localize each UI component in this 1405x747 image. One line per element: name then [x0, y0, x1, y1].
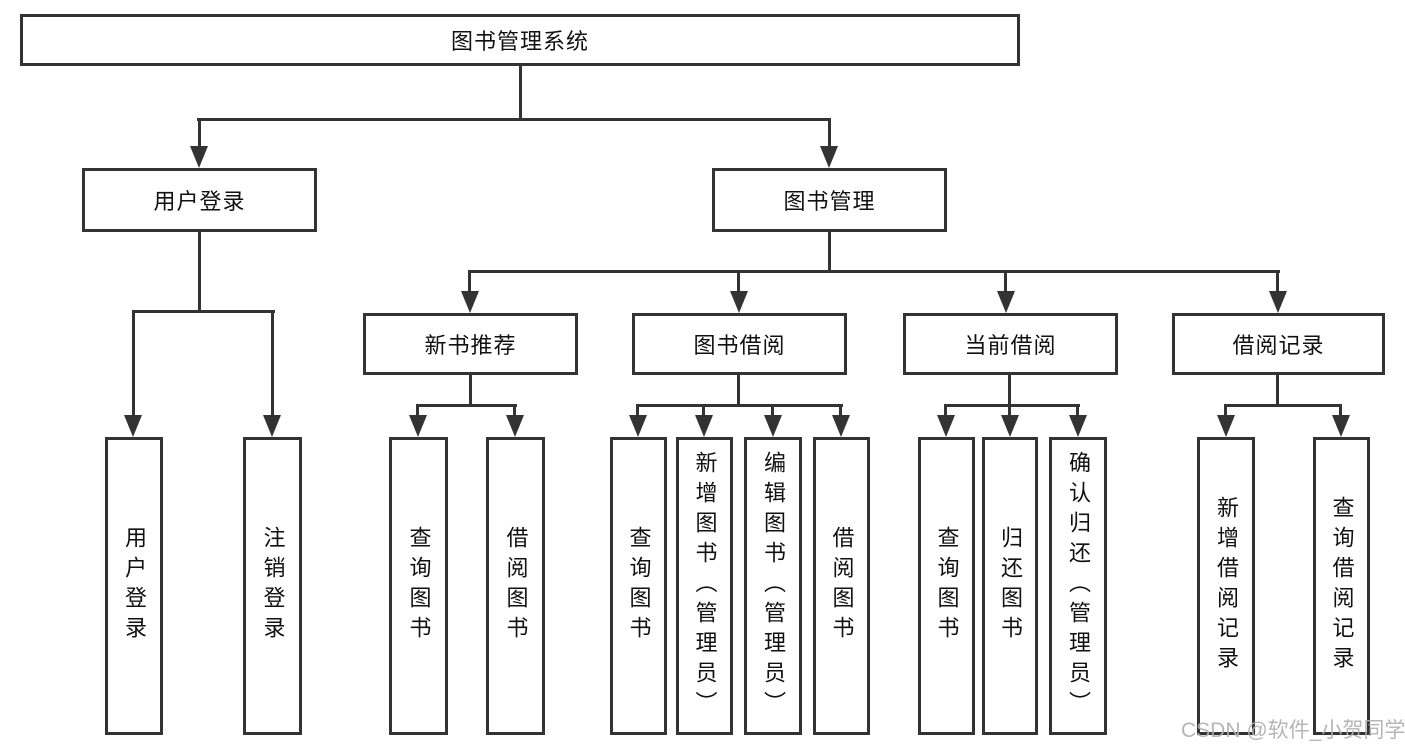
connector-user-login-stem — [198, 232, 201, 312]
leaf-records-query-label: 查询借阅记录 — [1329, 496, 1355, 676]
connector-book-management-rail — [468, 270, 1280, 273]
connector-to-new-books — [468, 270, 471, 293]
arrow-down-icon — [461, 291, 479, 313]
connector-new-books-stem — [469, 375, 472, 407]
leaf-user-login: 用户登录 — [105, 437, 163, 735]
connector-to-current-borrow — [1004, 270, 1007, 293]
node-borrow-records: 借阅记录 — [1172, 313, 1385, 375]
connector-book-borrow-rail — [637, 404, 843, 407]
connector-user-login-child1 — [132, 310, 135, 417]
connector-book-borrow-child4 — [839, 404, 842, 417]
arrow-down-icon — [937, 415, 955, 437]
arrow-down-icon — [506, 415, 524, 437]
node-book-management: 图书管理 — [712, 168, 947, 232]
node-book-borrow: 图书借阅 — [632, 313, 847, 375]
node-new-books: 新书推荐 — [363, 313, 578, 375]
arrow-down-icon — [1001, 415, 1019, 437]
node-borrow-records-label: 借阅记录 — [1232, 333, 1325, 358]
arrow-down-icon — [1069, 415, 1087, 437]
leaf-borrow-add: 新增图书（管理员） — [676, 437, 733, 735]
connector-root-to-book-management — [828, 118, 831, 148]
node-root: 图书管理系统 — [20, 14, 1020, 66]
arrow-down-icon — [764, 415, 782, 437]
leaf-borrow-add-label: 新增图书（管理员） — [692, 451, 718, 721]
leaf-new-books-borrow-label: 借阅图书 — [503, 526, 529, 646]
leaf-borrow-book: 借阅图书 — [813, 437, 870, 735]
connector-book-borrow-child1 — [636, 404, 639, 417]
leaf-current-query-label: 查询图书 — [934, 526, 960, 646]
connector-current-borrow-rail — [945, 404, 1080, 407]
leaf-records-add-label: 新增借阅记录 — [1214, 496, 1239, 676]
connector-book-borrow-child3 — [771, 404, 774, 417]
node-current-borrow: 当前借阅 — [903, 313, 1118, 375]
node-book-borrow-label: 图书借阅 — [693, 333, 786, 358]
leaf-borrow-edit: 编辑图书（管理员） — [744, 437, 802, 735]
connector-new-books-child1 — [416, 404, 419, 417]
watermark: CSDN @软件_小贺同学 — [1181, 719, 1405, 742]
leaf-borrow-book-label: 借阅图书 — [829, 526, 855, 646]
leaf-logout: 注销登录 — [243, 437, 302, 735]
leaf-current-confirm: 确认归还（管理员） — [1049, 437, 1107, 735]
arrow-down-icon — [1217, 415, 1235, 437]
connector-user-login-rail — [132, 310, 275, 313]
arrow-down-icon — [997, 291, 1015, 313]
leaf-new-books-borrow: 借阅图书 — [486, 437, 545, 735]
connector-to-book-borrow — [737, 270, 740, 293]
node-root-label: 图书管理系统 — [450, 29, 589, 54]
connector-current-borrow-child2 — [1008, 404, 1011, 417]
connector-new-books-rail — [416, 404, 517, 407]
arrow-down-icon — [730, 291, 748, 313]
leaf-current-confirm-label: 确认归还（管理员） — [1066, 451, 1091, 721]
leaf-logout-label: 注销登录 — [260, 526, 286, 646]
connector-root-stem — [519, 66, 522, 121]
node-user-login-label: 用户登录 — [153, 189, 246, 214]
connector-borrow-records-rail — [1224, 404, 1342, 407]
connector-to-borrow-records — [1276, 270, 1279, 293]
connector-borrow-records-child1 — [1224, 404, 1227, 417]
node-user-login: 用户登录 — [82, 168, 317, 232]
leaf-records-add: 新增借阅记录 — [1197, 437, 1255, 735]
connector-root-rail — [197, 118, 831, 121]
connector-new-books-child2 — [513, 404, 516, 417]
connector-user-login-child2 — [271, 310, 274, 417]
connector-current-borrow-child3 — [1076, 404, 1079, 417]
connector-root-to-user-login — [198, 118, 201, 148]
arrow-down-icon — [820, 146, 838, 168]
leaf-current-return: 归还图书 — [982, 437, 1038, 735]
node-current-borrow-label: 当前借阅 — [964, 333, 1057, 358]
node-new-books-label: 新书推荐 — [424, 333, 517, 358]
arrow-down-icon — [695, 415, 713, 437]
leaf-borrow-edit-label: 编辑图书（管理员） — [761, 451, 786, 721]
leaf-borrow-query: 查询图书 — [610, 437, 667, 735]
leaf-new-books-query-label: 查询图书 — [406, 526, 432, 646]
arrow-down-icon — [1269, 291, 1287, 313]
leaf-new-books-query: 查询图书 — [389, 437, 448, 735]
connector-book-borrow-child2 — [702, 404, 705, 417]
connector-borrow-records-child2 — [1339, 404, 1342, 417]
leaf-current-query: 查询图书 — [918, 437, 975, 735]
leaf-borrow-query-label: 查询图书 — [626, 526, 652, 646]
connector-book-management-stem — [828, 232, 831, 273]
arrow-down-icon — [629, 415, 647, 437]
leaf-user-login-label: 用户登录 — [122, 526, 147, 646]
connector-current-borrow-stem — [1008, 375, 1011, 407]
node-book-management-label: 图书管理 — [783, 189, 876, 214]
arrow-down-icon — [409, 415, 427, 437]
leaf-records-query: 查询借阅记录 — [1313, 437, 1370, 735]
connector-book-borrow-stem — [737, 375, 740, 407]
arrow-down-icon — [124, 415, 142, 437]
arrow-down-icon — [832, 415, 850, 437]
arrow-down-icon — [1332, 415, 1350, 437]
arrow-down-icon — [190, 146, 208, 168]
connector-borrow-records-stem — [1276, 375, 1279, 407]
connector-current-borrow-child1 — [944, 404, 947, 417]
leaf-current-return-label: 归还图书 — [998, 526, 1023, 646]
arrow-down-icon — [263, 415, 281, 437]
